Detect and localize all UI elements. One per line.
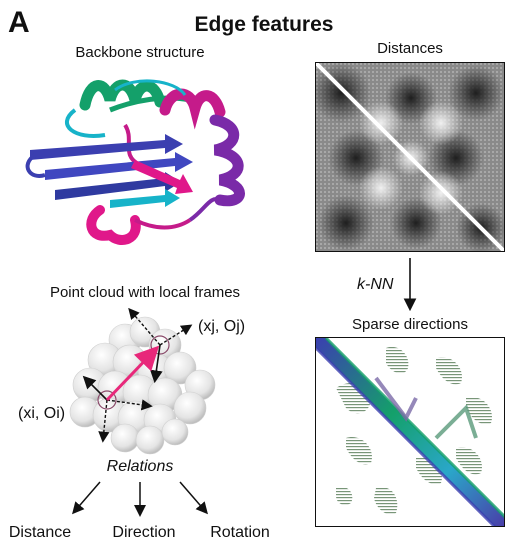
output-direction: Direction (112, 524, 176, 541)
relations-arrows (72, 481, 208, 517)
relations-label: Relations (106, 458, 174, 475)
arrow-to-distance (72, 481, 101, 515)
distance-matrix (315, 62, 505, 252)
distances-label: Distances (377, 40, 443, 57)
point-cloud-illustration (69, 307, 216, 455)
output-rotation: Rotation (210, 524, 270, 541)
point-cloud-label: Point cloud with local frames (49, 284, 241, 301)
knn-label: k-NN (357, 276, 394, 293)
arrow-to-rotation (179, 481, 208, 515)
figure-title: Edge features (194, 13, 334, 36)
frame-j-label: (xj, Oj) (198, 318, 246, 335)
backbone-structure-label: Backbone structure (75, 44, 205, 61)
sparse-direction-matrix (315, 337, 505, 527)
output-distance: Distance (8, 524, 72, 541)
backbone-ribbon-illustration (25, 79, 245, 245)
panel-letter: A (8, 6, 30, 39)
sparse-directions-label: Sparse directions (352, 316, 468, 333)
knn-arrow (403, 258, 417, 312)
frame-i-label: (xi, Oi) (18, 405, 66, 422)
